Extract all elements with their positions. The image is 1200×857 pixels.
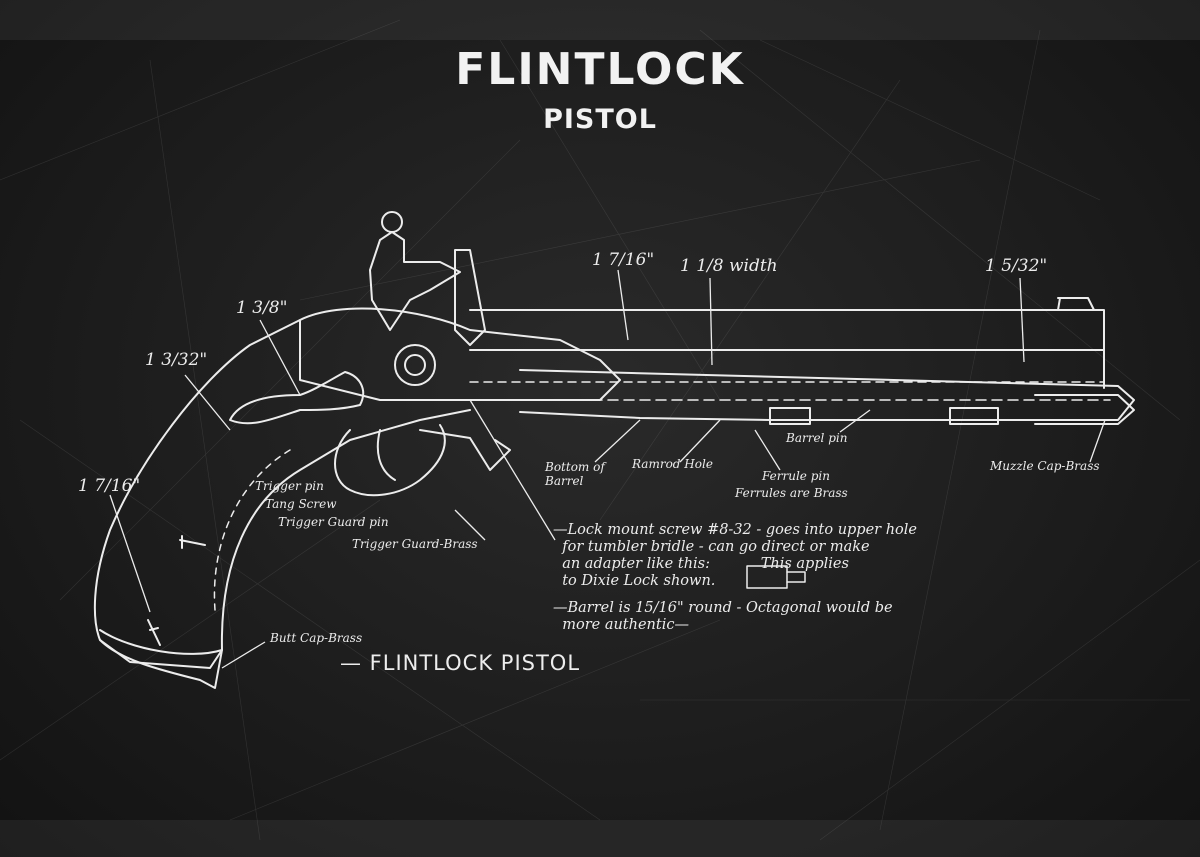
- barrel-muzzle-sight: [1058, 298, 1094, 310]
- label-butt-cap: Butt Cap-Brass: [270, 631, 363, 645]
- barrel-outline: [470, 310, 1104, 388]
- lock-plate: [300, 309, 620, 400]
- butt-cap: [100, 630, 222, 688]
- leader-grip-bottom: [110, 495, 150, 612]
- poster-subtitle: PISTOL: [543, 104, 657, 135]
- ferrule-front: [950, 408, 998, 424]
- leader-butt-cap: [222, 642, 265, 668]
- leader-muzzle-cap: [1090, 420, 1105, 462]
- dim-grip-upper: 1 3/32": [145, 350, 208, 370]
- label-tang-screw: Tang Screw: [265, 497, 337, 511]
- ferrule-rear: [770, 408, 810, 424]
- leader-lock-screw: [470, 400, 555, 540]
- muzzle-cap: [1035, 395, 1134, 424]
- dim-breech: 1 7/16": [592, 250, 655, 270]
- dim-muzzle: 1 5/32": [985, 256, 1048, 276]
- label-ferrule-pin: Ferrule pin: [762, 469, 830, 483]
- label-ferrules-brass: Ferrules are Brass: [735, 486, 848, 500]
- dim-wrist: 1 3/8": [236, 298, 288, 318]
- butt-screw: [148, 620, 160, 645]
- label-trigger-pin: Trigger pin: [255, 479, 324, 493]
- label-trigger-guard-brass: Trigger Guard-Brass: [352, 537, 478, 551]
- label-muzzle-cap: Muzzle Cap-Brass: [990, 459, 1100, 473]
- leader-wrist: [260, 320, 300, 395]
- cock-screw: [382, 212, 402, 232]
- label-ramrod-hole: Ramrod Hole: [632, 457, 713, 471]
- leader-ferrule: [755, 430, 780, 470]
- trigger-guard-tail: [420, 430, 510, 470]
- frizzen: [455, 250, 485, 345]
- dim-width: 1 1/8 width: [680, 256, 778, 276]
- leader-muzzle: [1020, 278, 1024, 362]
- poster-title: FLINTLOCK: [455, 44, 745, 95]
- label-bottom-of-barrel: Bottom of Barrel: [545, 460, 605, 488]
- leader-barrel-pin: [840, 410, 870, 432]
- trigger-guard: [335, 425, 445, 495]
- cock-hammer: [370, 232, 460, 330]
- leader-grip-upper: [185, 375, 230, 430]
- label-barrel-pin: Barrel pin: [786, 431, 848, 445]
- leader-breech: [618, 270, 628, 340]
- tang-screw: [180, 536, 205, 548]
- note-barrel: —Barrel is 15/16" round - Octagonal woul…: [553, 600, 893, 633]
- note-lock-mount-screw: —Lock mount screw #8-32 - goes into uppe…: [553, 522, 918, 589]
- grip-inner-line: [214, 450, 290, 610]
- label-trigger-guard-pin: Trigger Guard pin: [278, 515, 389, 529]
- leader-ramrod: [680, 420, 720, 462]
- tumbler-screw: [395, 345, 435, 385]
- fore-stock: [520, 370, 1134, 420]
- adapter-sketch: [747, 566, 787, 588]
- leader-width: [710, 278, 712, 365]
- trigger: [378, 430, 395, 480]
- dim-grip-bottom: 1 7/16": [78, 476, 141, 496]
- leader-bottom-barrel: [595, 420, 640, 462]
- leader-trigger-guard: [455, 510, 485, 540]
- side-plate: [230, 372, 363, 423]
- signature-caption: — FLINTLOCK PISTOL: [340, 651, 581, 675]
- grip-outline: [95, 320, 470, 668]
